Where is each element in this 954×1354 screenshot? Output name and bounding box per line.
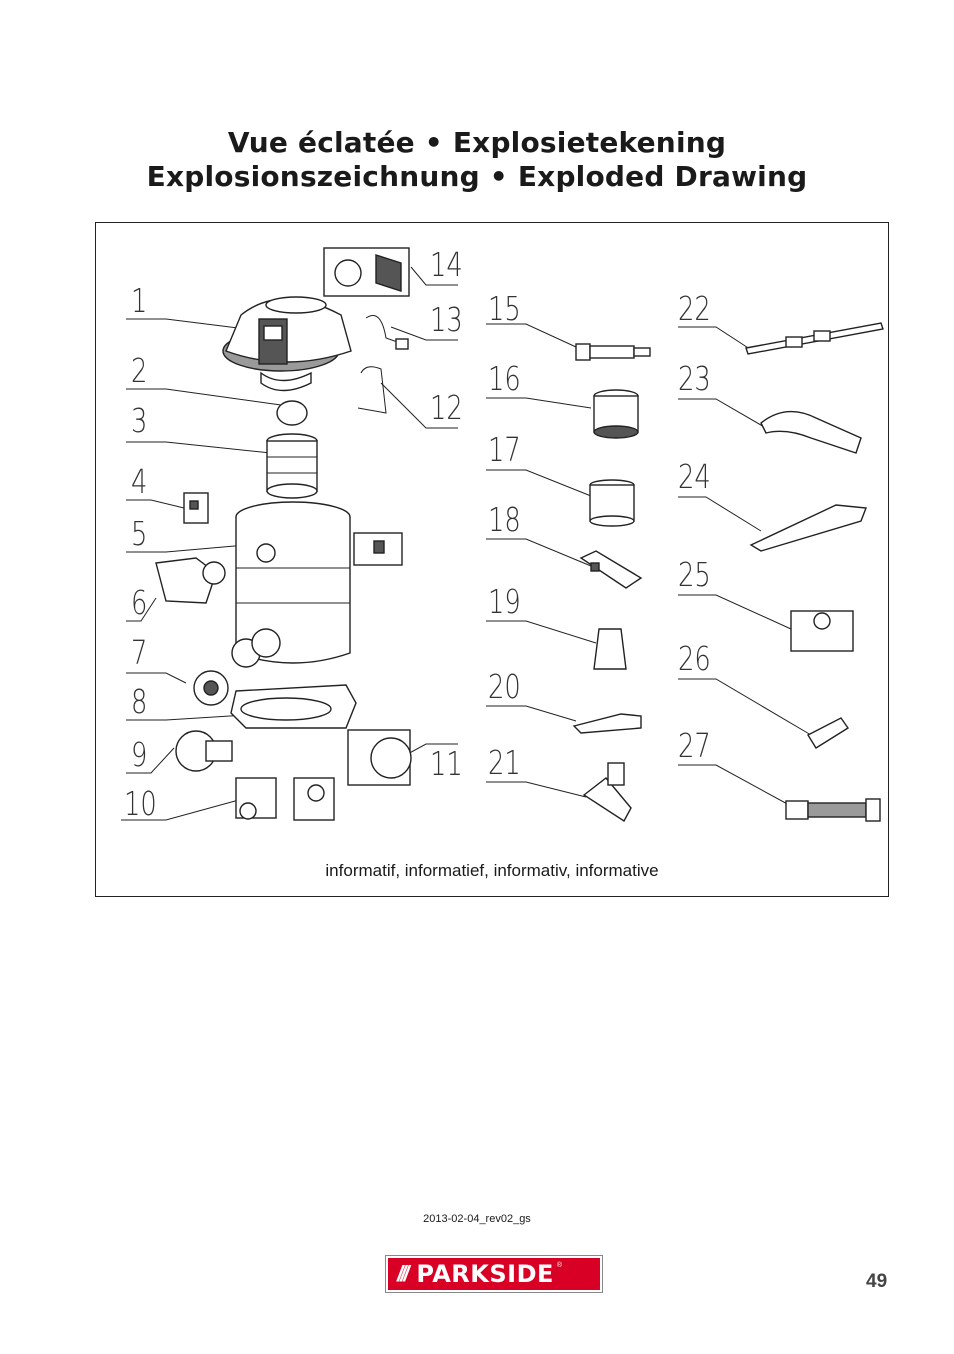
part-label-25: 25 xyxy=(678,556,711,594)
part-label-10: 10 xyxy=(124,785,157,823)
vacuum-container xyxy=(235,501,351,664)
part-label-11: 11 xyxy=(430,745,463,783)
part-label-3: 3 xyxy=(131,402,147,440)
part-label-14: 14 xyxy=(430,246,463,284)
accessory-crevice-tool xyxy=(572,713,642,734)
part-label-5: 5 xyxy=(131,515,147,553)
vacuum-side-clip xyxy=(183,492,209,524)
part-label-7: 7 xyxy=(131,634,147,672)
revision-code: 2013-02-04_rev02_gs xyxy=(423,1213,531,1225)
part-label-16: 16 xyxy=(488,360,521,398)
vacuum-right-clip xyxy=(353,532,403,566)
vacuum-chassis xyxy=(230,684,357,729)
accessory-extension-tube xyxy=(745,322,884,355)
exploded-drawing-frame: 1 2 3 4 5 6 7 8 9 10 11 12 13 14 15 16 1… xyxy=(95,222,889,897)
part-label-2: 2 xyxy=(131,352,147,390)
part-label-24: 24 xyxy=(678,458,711,496)
vacuum-power-cord xyxy=(365,315,409,350)
page-title-line-2: Explosionszeichnung • Exploded Drawing xyxy=(146,160,808,193)
page-number: 49 xyxy=(866,1271,888,1292)
accessory-hose-connector xyxy=(575,343,651,361)
vacuum-left-wheel-housing xyxy=(175,730,233,772)
part-label-27: 27 xyxy=(678,727,711,765)
accessory-wet-nozzle xyxy=(749,504,867,552)
part-label-15: 15 xyxy=(488,290,521,328)
part-label-13: 13 xyxy=(430,301,463,339)
accessory-foam-filter xyxy=(589,479,635,527)
exploded-drawing: 1 2 3 4 5 6 7 8 9 10 11 12 13 14 15 16 1… xyxy=(121,246,884,823)
vacuum-top-flap xyxy=(323,247,410,297)
accessory-reducer xyxy=(593,628,627,670)
leader-lines xyxy=(121,266,812,821)
part-label-19: 19 xyxy=(488,583,521,621)
vacuum-blower-port xyxy=(155,557,226,604)
part-label-1: 1 xyxy=(131,282,147,320)
accessory-suction-hose xyxy=(785,798,881,822)
accessory-filter-bag xyxy=(790,610,854,652)
vacuum-castors xyxy=(235,777,335,821)
drawing-caption: informatif, informatief, informativ, inf… xyxy=(325,861,659,880)
logo-registered-mark: ® xyxy=(556,1262,563,1269)
part-label-4: 4 xyxy=(131,463,147,501)
part-label-21: 21 xyxy=(488,744,521,782)
page-title-line-1: Vue éclatée • Explosietekening xyxy=(227,126,727,159)
accessory-power-tool-adapter xyxy=(807,717,849,749)
part-label-22: 22 xyxy=(678,290,711,328)
part-label-6: 6 xyxy=(131,584,147,622)
part-label-18: 18 xyxy=(488,501,521,539)
accessory-upholstery-nozzle xyxy=(582,762,632,823)
vacuum-motor-head xyxy=(222,296,352,392)
part-label-12: 12 xyxy=(430,389,463,427)
vacuum-inlet-rings xyxy=(193,628,281,706)
accessory-handle-grip xyxy=(760,410,862,454)
part-label-17: 17 xyxy=(488,431,521,469)
logo-brand: PARKSIDE xyxy=(416,1260,554,1288)
vacuum-cartridge-filter xyxy=(266,433,318,499)
vacuum-right-wheel-housing xyxy=(347,729,412,786)
logo-slashes: /// xyxy=(397,1261,409,1286)
parkside-logo: /// PARKSIDE ® xyxy=(385,1255,603,1293)
part-label-20: 20 xyxy=(488,668,521,706)
accessory-filter-cartridge xyxy=(593,389,639,439)
vacuum-filter-cap xyxy=(276,400,308,426)
accessory-floor-nozzle xyxy=(579,550,643,589)
part-label-9: 9 xyxy=(131,736,147,774)
part-label-8: 8 xyxy=(131,683,147,721)
part-label-23: 23 xyxy=(678,360,711,398)
part-label-26: 26 xyxy=(678,640,711,678)
vacuum-handle xyxy=(357,366,387,414)
